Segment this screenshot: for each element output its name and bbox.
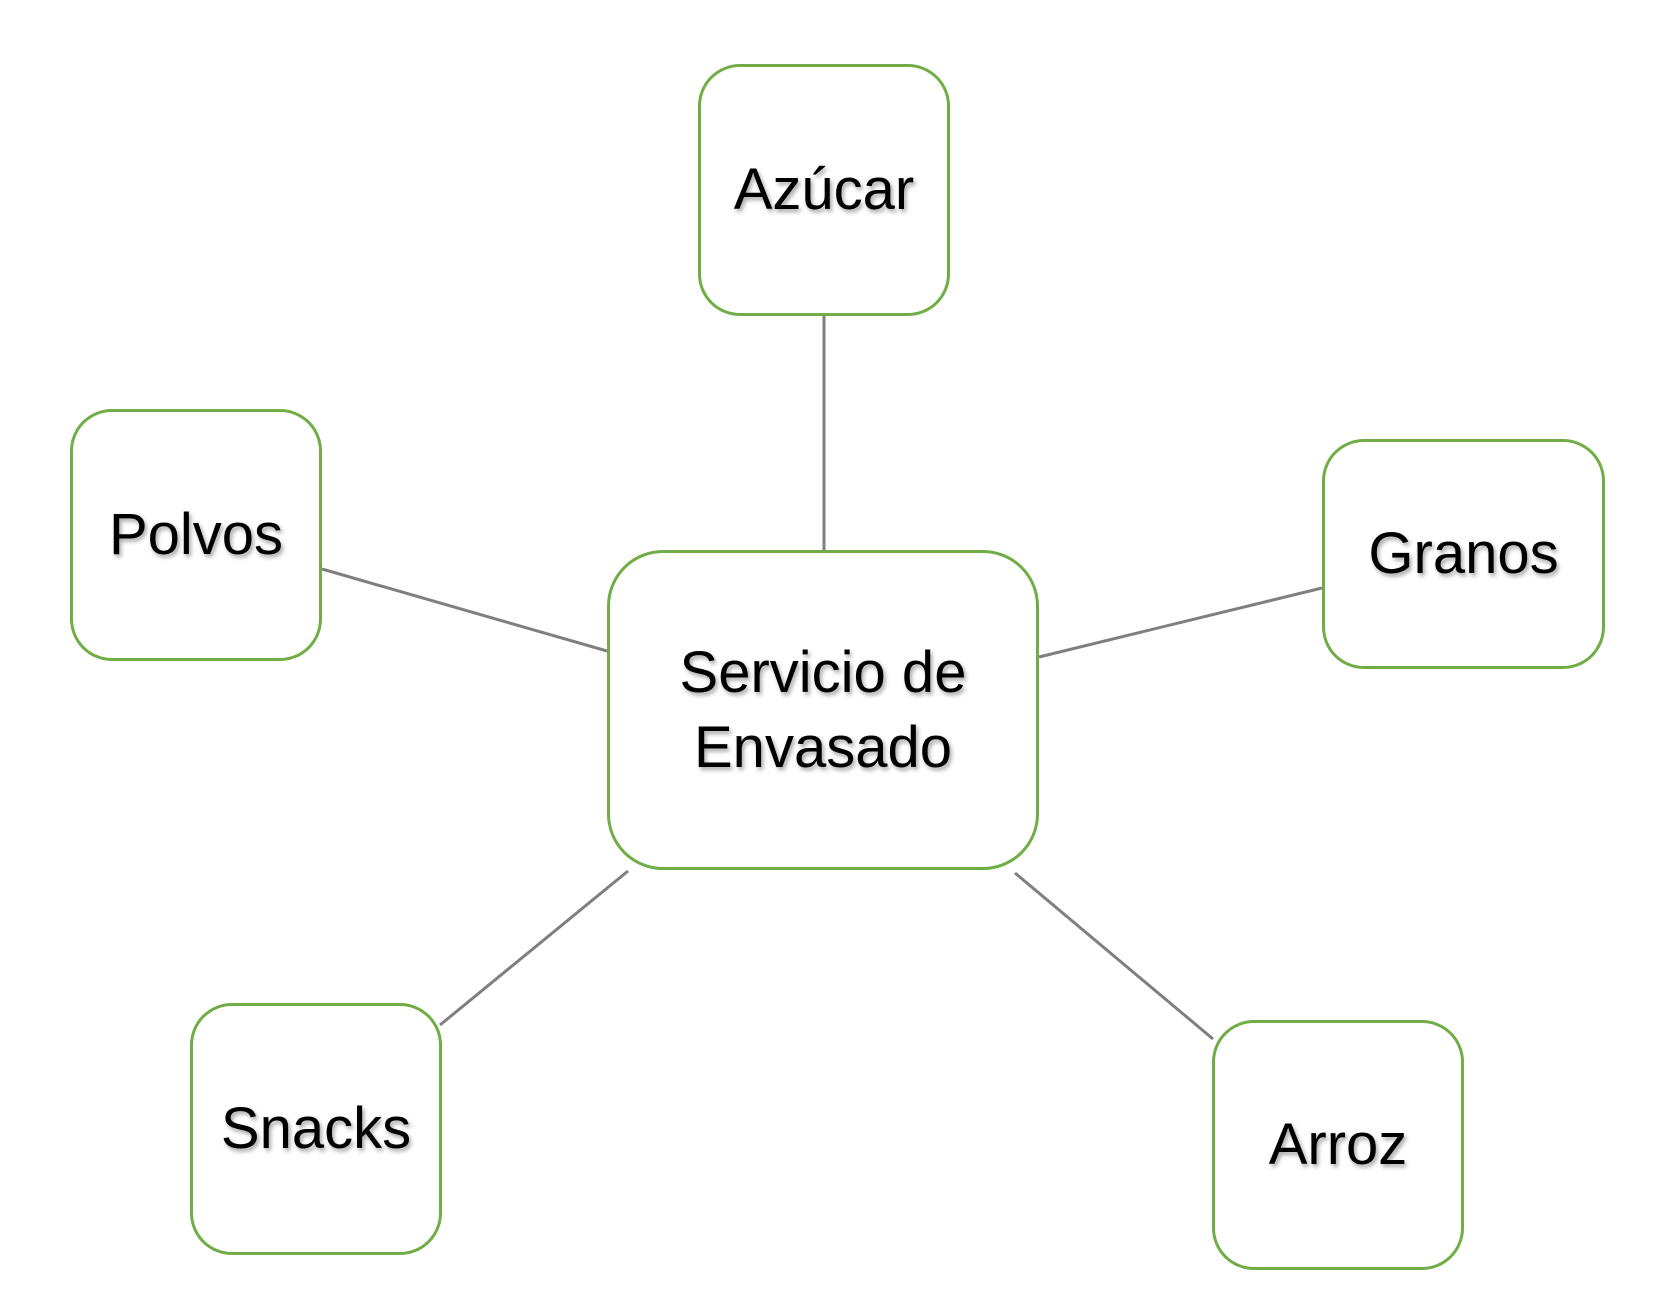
node-azucar: Azúcar <box>698 64 950 316</box>
center-node-label: Servicio de Envasado <box>679 639 967 780</box>
connector-arroz <box>1014 871 1214 1041</box>
center-node-servicio-de-envasado: Servicio de Envasado <box>607 550 1039 870</box>
connector-granos <box>1038 586 1323 659</box>
node-polvos-label: Polvos <box>108 502 284 568</box>
node-granos: Granos <box>1322 439 1605 669</box>
node-arroz-label: Arroz <box>1268 1112 1408 1178</box>
node-polvos: Polvos <box>70 409 322 661</box>
node-snacks-label: Snacks <box>220 1096 412 1162</box>
node-azucar-label: Azúcar <box>733 157 915 223</box>
node-snacks: Snacks <box>190 1003 442 1255</box>
node-granos-label: Granos <box>1368 521 1559 587</box>
connector-snacks <box>439 869 629 1027</box>
node-arroz: Arroz <box>1212 1020 1464 1270</box>
connector-polvos <box>321 567 608 653</box>
